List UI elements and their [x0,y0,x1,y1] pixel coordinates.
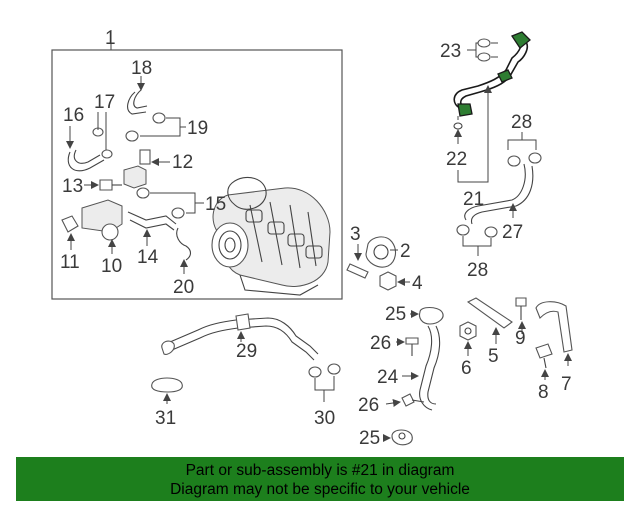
callout-7[interactable]: 7 [561,374,572,395]
callout-3[interactable]: 3 [350,224,361,245]
callout-1[interactable]: 1 [105,28,116,49]
bolt-9[interactable] [515,297,527,307]
callout-20[interactable]: 20 [173,277,194,298]
info-banner: Part or sub-assembly is #21 in diagram D… [16,457,624,501]
callout-24[interactable]: 24 [377,367,399,388]
callout-15[interactable]: 15 [205,194,226,215]
callout-9[interactable]: 9 [515,328,526,349]
callout-14[interactable]: 14 [137,247,159,268]
oil-feed-line-21[interactable] [453,31,531,117]
callout-25-bottom[interactable]: 25 [359,428,380,449]
bolt-8[interactable] [535,343,553,359]
bolt-11[interactable] [61,215,79,233]
bolt-13[interactable] [99,179,113,191]
hose-16[interactable] [67,151,105,172]
hose-14[interactable] [127,211,177,225]
callout-21[interactable]: 21 [463,189,484,210]
gasket-25-bottom[interactable] [391,429,413,446]
callout-8[interactable]: 8 [538,382,549,403]
cap-31[interactable] [151,377,183,393]
callout-31[interactable]: 31 [155,408,176,429]
callout-26-bottom[interactable]: 26 [358,395,379,416]
hose-20[interactable] [176,227,192,261]
callout-29[interactable]: 29 [236,341,257,362]
callout-13[interactable]: 13 [62,176,83,197]
callout-12[interactable]: 12 [172,152,193,173]
hose-18[interactable] [127,91,147,115]
parts-diagram: 1 18 19 16 17 12 13 15 [51,28,573,449]
nut-4[interactable] [379,271,397,291]
bolt-26-top[interactable] [405,337,419,345]
return-pipe-27[interactable] [464,163,526,221]
sensor-12[interactable] [123,165,147,189]
turbocharger[interactable] [211,176,331,296]
banner-line-2: Diagram may not be specific to your vehi… [170,481,470,498]
assembly-box [51,49,343,300]
callout-23[interactable]: 23 [440,41,461,62]
callout-5[interactable]: 5 [488,346,499,367]
callout-19[interactable]: 19 [187,118,208,139]
bolt-26-bottom[interactable] [401,393,415,407]
callout-11[interactable]: 11 [60,252,80,273]
bracket-7[interactable] [535,301,573,353]
callout-28-top[interactable]: 28 [511,112,532,133]
gasket-25-top[interactable] [418,306,444,325]
callout-10[interactable]: 10 [101,256,122,277]
callout-27[interactable]: 27 [502,222,523,243]
banner-line-1: Part or sub-assembly is #21 in diagram [185,462,455,479]
callout-6[interactable]: 6 [461,358,472,379]
drain-pipe-24[interactable] [419,325,433,411]
callout-17[interactable]: 17 [94,92,115,113]
bracket-5[interactable] [466,297,513,329]
callout-26-top[interactable]: 26 [370,333,391,354]
stud-3[interactable] [346,263,369,279]
gasket-2[interactable] [365,236,397,268]
callout-18[interactable]: 18 [131,58,152,79]
callout-30[interactable]: 30 [314,408,335,429]
callout-25-top[interactable]: 25 [385,304,406,325]
callout-16[interactable]: 16 [63,105,84,126]
nut-6[interactable] [459,321,477,341]
callout-28-bottom[interactable]: 28 [467,260,488,281]
hose-29[interactable] [169,317,319,355]
callout-22[interactable]: 22 [446,149,467,170]
callout-4[interactable]: 4 [412,273,423,294]
callout-2[interactable]: 2 [400,241,411,262]
